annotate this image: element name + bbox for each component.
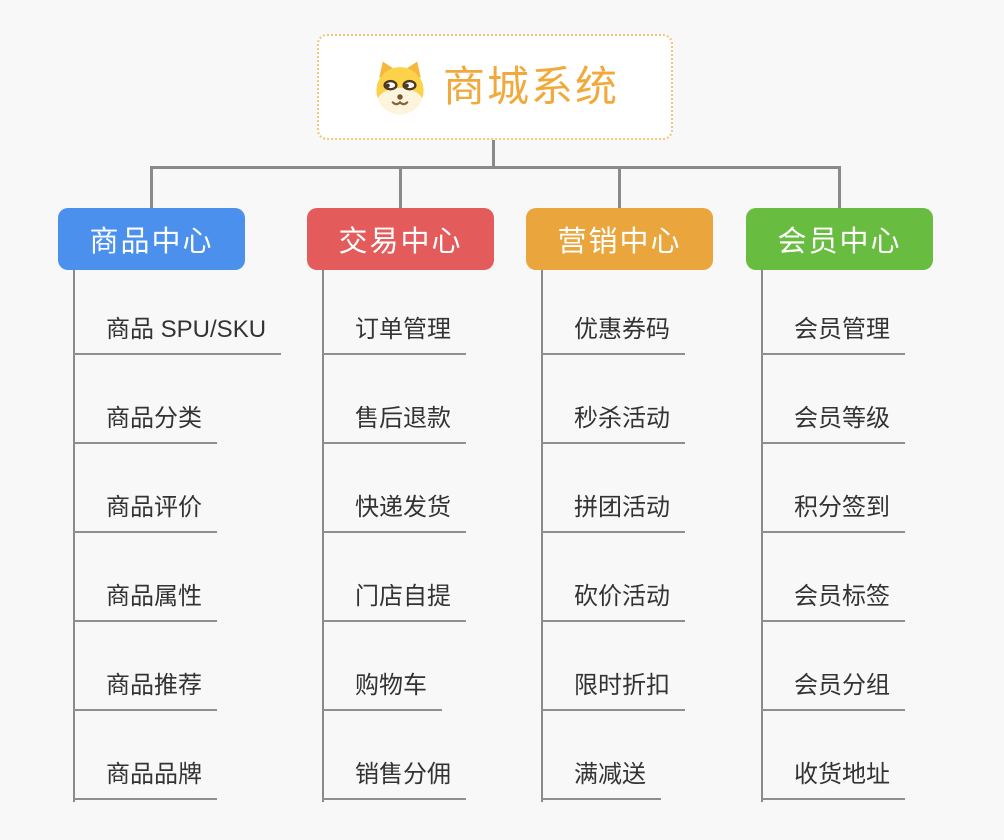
mindmap-item-label: 商品评价 [106,494,202,521]
branch-box-2[interactable]: 交易中心 [307,208,494,270]
mindmap-item-label: 商品属性 [106,583,202,610]
mindmap-item[interactable]: 销售分佣 [322,758,466,800]
mindmap-item-label: 满减送 [574,761,646,788]
mindmap-item-label: 订单管理 [355,316,451,343]
mindmap-item[interactable]: 商品 SPU/SKU [73,313,282,355]
connector-line [150,166,841,169]
mindmap-item-label: 会员管理 [794,316,890,343]
mindmap-item[interactable]: 商品属性 [73,580,217,622]
mindmap-item-label: 快递发货 [355,494,451,521]
mindmap-item[interactable]: 商品推荐 [73,669,217,711]
mindmap-item[interactable]: 满减送 [541,758,661,800]
connector-line [838,166,841,208]
mindmap-item[interactable]: 优惠券码 [541,313,685,355]
mindmap-item-label: 会员分组 [794,672,890,699]
mindmap-item[interactable]: 门店自提 [322,580,466,622]
mindmap-item-label: 收货地址 [794,761,890,788]
mindmap-item-label: 优惠券码 [574,316,670,343]
branch-label: 商品中心 [89,226,214,258]
branch-label: 交易中心 [338,226,463,258]
mindmap-item[interactable]: 拼团活动 [541,491,685,533]
mindmap-item-label: 门店自提 [355,583,451,610]
mindmap-item[interactable]: 秒杀活动 [541,402,685,444]
mindmap-item-label: 拼团活动 [574,494,670,521]
mindmap-item[interactable]: 会员管理 [761,313,905,355]
branch-trunk-line [761,270,763,802]
branch-trunk-line [73,270,75,802]
mindmap-item-label: 积分签到 [794,494,890,521]
mindmap-item[interactable]: 积分签到 [761,491,905,533]
connector-line [618,166,621,208]
mindmap-item[interactable]: 商品品牌 [73,758,217,800]
mindmap-item-label: 销售分佣 [355,761,451,788]
branch-box-1[interactable]: 商品中心 [58,208,245,270]
mindmap-item[interactable]: 限时折扣 [541,669,685,711]
mindmap-item[interactable]: 售后退款 [322,402,466,444]
dog-face-icon [376,61,424,115]
mindmap-item-label: 商品分类 [106,405,202,432]
mindmap-item[interactable]: 砍价活动 [541,580,685,622]
mindmap-item-label: 会员标签 [794,583,890,610]
mindmap-item[interactable]: 商品评价 [73,491,217,533]
mindmap-item[interactable]: 订单管理 [322,313,466,355]
mindmap-item-label: 商品推荐 [106,672,202,699]
branch-label: 营销中心 [557,226,682,258]
branch-label: 会员中心 [777,226,902,258]
mindmap-item-label: 商品 SPU/SKU [106,316,267,343]
branch-trunk-line [541,270,543,802]
mindmap-item-label: 秒杀活动 [574,405,670,432]
branch-trunk-line [322,270,324,802]
connector-line [399,166,402,208]
connector-line [492,140,495,169]
connector-line [150,166,153,208]
mindmap-item[interactable]: 收货地址 [761,758,905,800]
mindmap-item[interactable]: 快递发货 [322,491,466,533]
mindmap-item-label: 售后退款 [355,405,451,432]
mindmap-item-label: 会员等级 [794,405,890,432]
branch-box-3[interactable]: 营销中心 [526,208,713,270]
root-title: 商城系统 [442,63,619,110]
mindmap-item-label: 商品品牌 [106,761,202,788]
mindmap-item-label: 砍价活动 [574,583,670,610]
mindmap-item[interactable]: 商品分类 [73,402,217,444]
mindmap-item[interactable]: 购物车 [322,669,442,711]
mindmap-item[interactable]: 会员标签 [761,580,905,622]
branch-box-4[interactable]: 会员中心 [746,208,933,270]
root-node[interactable]: 商城系统 [317,34,673,140]
mindmap-item[interactable]: 会员等级 [761,402,905,444]
mindmap-item-label: 限时折扣 [574,672,670,699]
mindmap-item-label: 购物车 [355,672,427,699]
mindmap-item[interactable]: 会员分组 [761,669,905,711]
